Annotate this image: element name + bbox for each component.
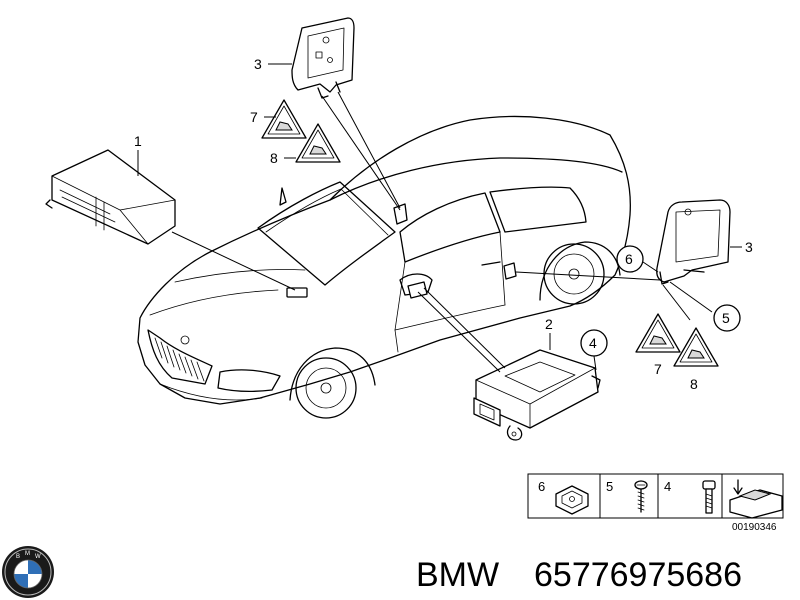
sensor-rear [503,262,517,280]
legend-label-4: 4 [664,479,671,494]
sensor-hood [286,287,308,298]
label-8-top-warning-icon [295,123,341,163]
part-3-bracket-right [656,199,731,285]
trim-section-icon [729,479,783,519]
part-1-control-unit [45,149,176,245]
callout-6: 6 [625,251,633,267]
bolt-icon [702,480,716,514]
callout-1: 1 [134,133,142,149]
sensor-door [407,281,428,299]
sensor-b-pillar [393,203,408,225]
callout-8-top: 8 [270,150,278,166]
footer-part-number: 65776975686 [534,556,742,594]
car-outline [137,115,631,419]
callout-4: 4 [589,335,597,351]
hardware-legend: 6 5 4 [527,473,784,519]
callout-3-top: 3 [254,56,262,72]
callout-6-circle [616,245,644,273]
label-7-top-warning-icon [261,99,307,139]
callout-2: 2 [545,316,553,332]
callout-7-right: 7 [654,361,662,377]
diagram-code: 00190346 [732,522,777,533]
callout-5-circle [713,304,741,332]
bmw-logo-icon: B M W [2,546,54,598]
label-7-right-warning-icon [635,313,681,353]
svg-text:W: W [35,554,41,560]
callout-3-right: 3 [745,239,753,255]
svg-text:M: M [25,551,30,557]
callout-5: 5 [722,310,730,326]
callout-7-top: 7 [250,109,258,125]
label-8-right-warning-icon [673,327,719,367]
part-2-airbag-module [473,349,601,441]
callout-8-right: 8 [690,376,698,392]
part-3-bracket-top [291,17,355,99]
screw-icon [634,480,648,513]
clip-nut-icon [555,485,589,515]
svg-text:B: B [16,554,20,560]
footer-brand: BMW [416,556,499,594]
legend-label-5: 5 [606,479,613,494]
legend-label-6: 6 [538,479,545,494]
